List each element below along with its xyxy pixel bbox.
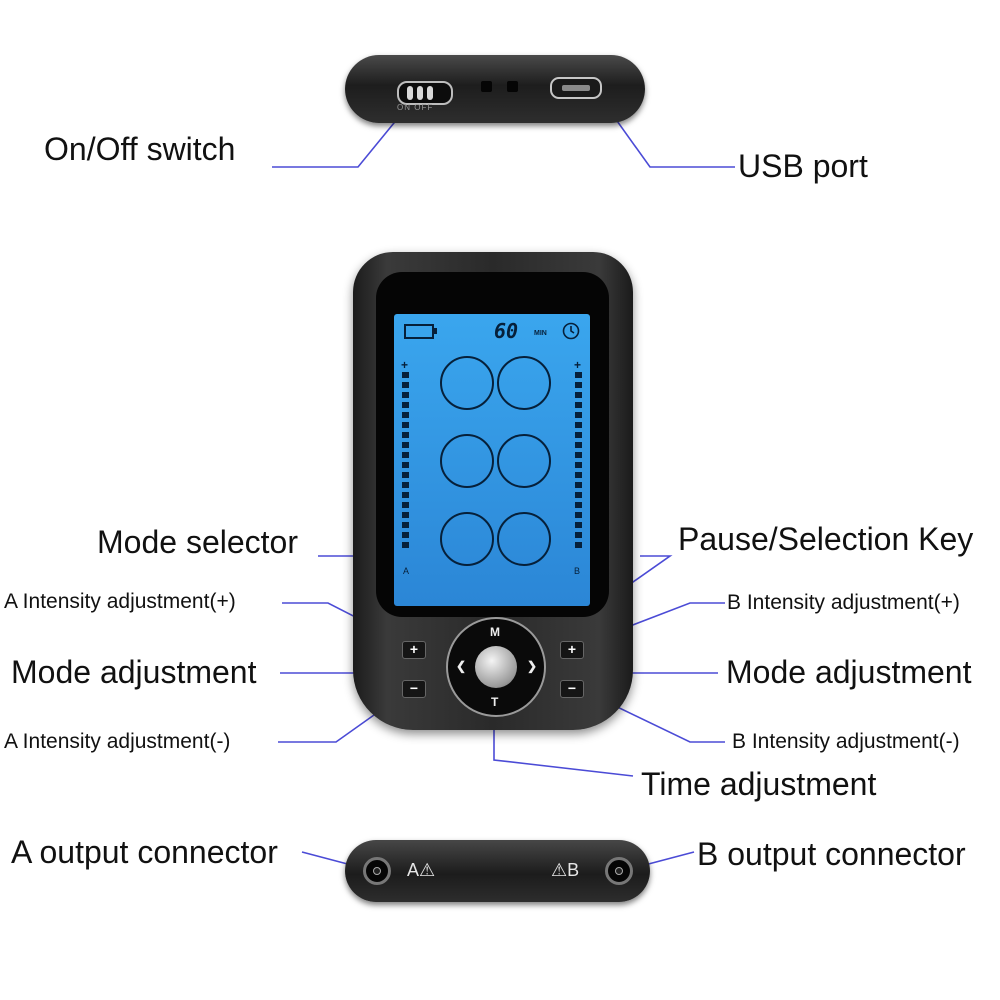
b-output-jack[interactable] — [605, 857, 633, 885]
lcd-min-unit: MIN — [534, 330, 547, 337]
mode-right-button[interactable]: ❯ — [527, 659, 538, 673]
led-hole — [481, 81, 492, 92]
massage-mode-icon — [440, 434, 494, 488]
screen-bezel: 60 MIN + + A B — [376, 272, 609, 617]
label-a-output-connector: A output connector — [11, 834, 278, 870]
label-pause-selection-key: Pause/Selection Key — [678, 521, 974, 557]
label-mode-adjustment-right: Mode adjustment — [726, 654, 972, 690]
battery-icon — [404, 324, 437, 339]
usb-port[interactable] — [550, 77, 602, 99]
output-b-mark: ⚠B — [551, 860, 580, 880]
intensity-bar-b — [575, 372, 582, 552]
output-a-mark: A⚠ — [407, 860, 436, 880]
label-mode-selector: Mode selector — [97, 524, 298, 560]
time-adjustment-button[interactable]: T — [491, 695, 499, 709]
lcd-screen: 60 MIN + + A B — [394, 314, 590, 606]
label-time-adjustment: Time adjustment — [641, 766, 877, 802]
label-b-output-connector: B output connector — [697, 836, 966, 872]
lcd-channel-b: B — [574, 566, 581, 576]
lcd-plus-a: + — [401, 358, 409, 372]
label-a-intensity-minus: A Intensity adjustment(-) — [4, 730, 231, 753]
pause-selection-button[interactable] — [475, 646, 517, 688]
massage-mode-icon — [497, 356, 551, 410]
led-hole — [507, 81, 518, 92]
intensity-bar-a — [402, 372, 409, 552]
label-mode-adjustment-left: Mode adjustment — [11, 654, 257, 690]
on-off-switch[interactable] — [397, 81, 453, 105]
a-output-jack[interactable] — [363, 857, 391, 885]
device-bottom-view: A⚠ ⚠B — [345, 840, 650, 902]
a-intensity-plus-button[interactable]: + — [402, 641, 426, 659]
label-b-intensity-plus: B Intensity adjustment(+) — [727, 591, 960, 614]
b-intensity-plus-button[interactable]: + — [560, 641, 584, 659]
mode-left-button[interactable]: ❮ — [456, 659, 467, 673]
massage-mode-icon — [440, 512, 494, 566]
b-intensity-minus-button[interactable]: − — [560, 680, 584, 698]
massage-mode-icon — [497, 434, 551, 488]
device-top-view: ON OFF — [345, 55, 645, 123]
a-intensity-minus-button[interactable]: − — [402, 680, 426, 698]
label-b-intensity-minus: B Intensity adjustment(-) — [732, 730, 960, 753]
massage-mode-icon — [440, 356, 494, 410]
tens-device: 60 MIN + + A B + − + − M T ❮ ❯ — [353, 252, 633, 730]
control-dpad: M T ❮ ❯ — [446, 617, 546, 717]
label-on-off-switch: On/Off switch — [44, 131, 236, 167]
clock-icon — [562, 322, 580, 340]
label-a-intensity-plus: A Intensity adjustment(+) — [4, 590, 236, 613]
lcd-minutes: 60 — [494, 319, 519, 343]
label-usb-port: USB port — [738, 148, 868, 184]
mode-selector-button[interactable]: M — [490, 625, 500, 639]
lcd-plus-b: + — [574, 358, 582, 372]
switch-text: ON OFF — [397, 103, 434, 112]
massage-mode-icon — [497, 512, 551, 566]
lcd-channel-a: A — [403, 566, 410, 576]
